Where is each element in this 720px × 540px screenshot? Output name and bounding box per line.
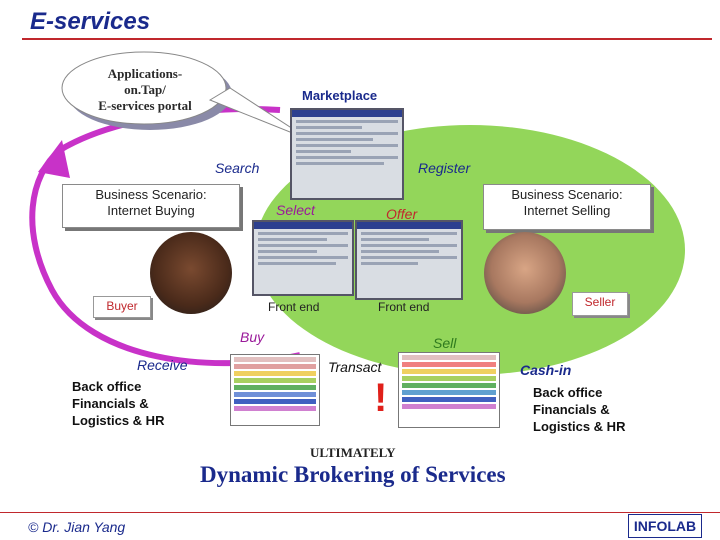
back-office-left-sheet bbox=[230, 354, 320, 426]
register-label: Register bbox=[418, 160, 471, 176]
scenario-selling-line-2: Internet Selling bbox=[523, 203, 611, 218]
footer-author: © Dr. Jian Yang bbox=[28, 519, 126, 535]
scenario-buying-line-2: Internet Buying bbox=[107, 203, 195, 218]
headline: Dynamic Brokering of Services bbox=[200, 462, 506, 487]
select-label: Select bbox=[276, 202, 315, 218]
search-label: Search bbox=[215, 160, 260, 176]
back-office-right-sheet bbox=[398, 352, 500, 428]
bubble-line-1: Applications- bbox=[107, 66, 183, 81]
speech-bubble-tail bbox=[208, 87, 311, 141]
seller-box: Seller bbox=[572, 292, 628, 316]
ultimately-label: ULTIMATELY bbox=[310, 445, 396, 460]
front-end-right-label: Front end bbox=[378, 300, 430, 314]
back-office-left-line-1: Back office bbox=[72, 379, 142, 394]
transact-label: Transact bbox=[328, 359, 382, 375]
title-rule bbox=[22, 38, 712, 40]
bubble-line-3: E-services portal bbox=[98, 98, 192, 113]
back-office-left-line-2: Financials & bbox=[72, 396, 149, 411]
buy-loop-arrow bbox=[38, 140, 70, 178]
back-office-left-line-3: Logistics & HR bbox=[72, 413, 165, 428]
scenario-selling-line-1: Business Scenario: bbox=[511, 187, 623, 202]
front-end-left-label: Front end bbox=[268, 300, 320, 314]
sell-label: Sell bbox=[433, 335, 457, 351]
marketplace-label: Marketplace bbox=[302, 88, 378, 103]
buyer-front-end-screenshot bbox=[252, 220, 354, 296]
seller-front-end-screenshot bbox=[355, 220, 463, 300]
receive-label: Receive bbox=[137, 357, 188, 373]
buyer-box: Buyer bbox=[93, 296, 151, 318]
buy-loop bbox=[29, 147, 301, 367]
exclamation-mark: ! bbox=[374, 376, 388, 420]
seller-photo bbox=[484, 232, 566, 314]
footer-rule bbox=[0, 512, 720, 513]
page-title: E-services bbox=[30, 8, 151, 35]
marketplace-screenshot bbox=[290, 108, 404, 200]
back-office-right-line-3: Logistics & HR bbox=[533, 419, 626, 434]
scenario-selling-box: Business Scenario: Internet Selling bbox=[483, 184, 651, 230]
back-office-right-line-2: Financials & bbox=[533, 402, 610, 417]
scenario-buying-box: Business Scenario: Internet Buying bbox=[62, 184, 240, 228]
buyer-photo bbox=[150, 232, 232, 314]
back-office-left: Back office Financials & Logistics & HR bbox=[72, 378, 164, 429]
offer-label: Offer bbox=[386, 206, 418, 222]
infolab-logo: INFOLAB bbox=[628, 514, 702, 538]
back-office-right-line-1: Back office bbox=[533, 385, 603, 400]
cash-in-label: Cash-in bbox=[520, 362, 572, 378]
speech-bubble bbox=[61, 51, 227, 125]
speech-bubble-text: Applications- on.Tap/ E-services portal bbox=[70, 66, 220, 114]
scenario-buying-line-1: Business Scenario: bbox=[95, 187, 207, 202]
back-office-right: Back office Financials & Logistics & HR bbox=[533, 384, 625, 435]
bubble-line-2: on.Tap/ bbox=[124, 82, 166, 97]
buy-label: Buy bbox=[240, 329, 265, 345]
